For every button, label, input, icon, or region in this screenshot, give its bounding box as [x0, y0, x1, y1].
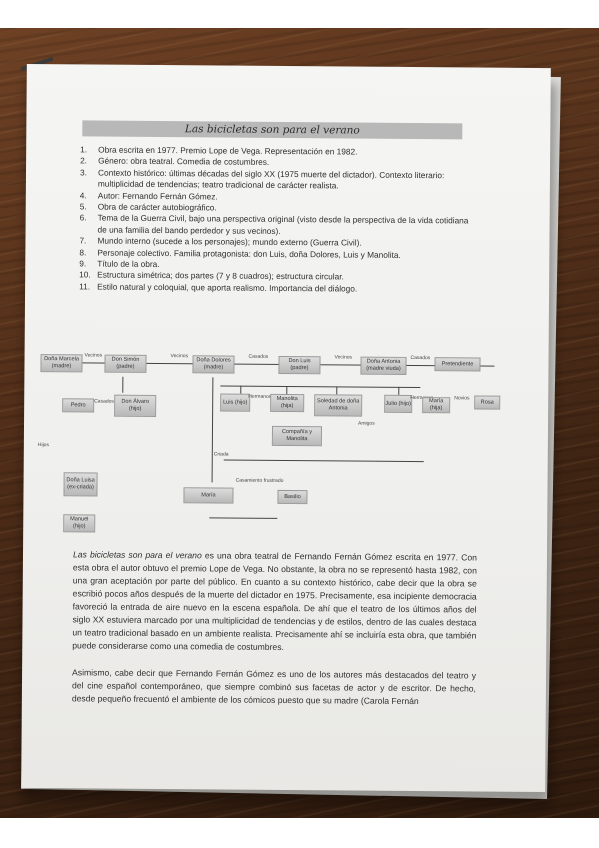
node-manolita: Manolita (hija) — [270, 393, 305, 413]
label-novios: Novios — [454, 395, 470, 402]
list-number: 2. — [80, 155, 88, 166]
list-item: 11. Estilo natural y coloquial, que aport… — [79, 281, 471, 295]
connector-line — [240, 385, 242, 394]
list-number: 10. — [79, 269, 91, 280]
label-criada: Criada — [213, 451, 229, 458]
character-diagram: Doña Marcela (madre) Don Simón (padre) D… — [23, 336, 549, 560]
node-manuel: Manuel (hijo) — [63, 514, 96, 533]
list-number: 6. — [79, 212, 87, 223]
list-text: Obra de carácter autobiográfico. — [97, 201, 217, 213]
list-number: 3. — [79, 167, 87, 178]
list-text: Autor: Fernando Fernán Gómez. — [97, 190, 218, 202]
connector-line — [286, 386, 288, 395]
connector-line — [223, 459, 424, 463]
node-julio: Julio (hijo) — [384, 394, 413, 413]
list-text: Estilo natural y coloquial, que aporta r… — [97, 281, 358, 294]
node-compania: Compañía y Manolita — [271, 425, 323, 447]
list-number: 5. — [79, 201, 87, 212]
connector-line — [122, 376, 124, 393]
summary-list: 1. Obra escrita en 1977. Premio Lope de V… — [79, 144, 472, 295]
node-basilio: Basilio — [277, 489, 308, 505]
label-hermanos: Hermanos — [248, 393, 272, 400]
node-dona-luisa: Doña Luisa (ex-criada) — [63, 472, 98, 497]
list-text: Personaje colectivo. Familia protagonist… — [97, 247, 401, 260]
label-vecinos: Vecinos — [334, 354, 353, 361]
list-item: 3. Contexto histórico: últimas décadas de… — [80, 167, 472, 193]
label-vecinos: Vecinos — [84, 352, 103, 359]
connector-line — [336, 386, 338, 395]
node-dona-dolores: Doña Dolores (madre) — [192, 355, 235, 374]
paragraph-text: es una obra teatral de Fernando Fernán G… — [72, 550, 478, 652]
connector-line — [209, 517, 278, 519]
list-text: Título de la obra. — [97, 258, 160, 270]
connector-line — [211, 377, 214, 483]
label-casamiento: Casamiento frustrado — [235, 477, 284, 484]
label-vecinos: Vecinos — [170, 353, 189, 360]
node-don-luis: Don Luis (padre) — [278, 355, 321, 375]
list-text: Género: obra teatral. Comedia de costumb… — [98, 155, 270, 168]
list-text: Estructura simétrica; dos partes (7 y 8 … — [97, 269, 344, 282]
connector-line — [220, 385, 421, 389]
label-casados: Casados — [94, 398, 114, 405]
node-pretendiente: Pretendiente — [434, 357, 481, 372]
list-text: Mundo interno (sucede a los personajes);… — [97, 235, 362, 248]
node-don-simon: Don Simón (padre) — [104, 354, 147, 373]
node-pedro: Pedro — [62, 398, 95, 413]
document-page: Las bicicletas son para el verano 1. Obra… — [21, 63, 551, 793]
node-dona-marcela: Doña Marcela (madre) — [40, 354, 83, 373]
node-dona-antonia: Doña Antonia (madre viuda) — [360, 356, 407, 375]
list-text: Contexto histórico: últimas décadas del … — [97, 167, 445, 191]
paragraph-intro: Las bicicletas son para el verano es una… — [72, 548, 477, 655]
label-casados: Casados — [410, 354, 431, 362]
label-amigos: Amigos — [358, 420, 375, 427]
list-number: 1. — [80, 144, 88, 155]
document-title: Las bicicletas son para el verano — [82, 120, 463, 140]
node-rosa: Rosa — [474, 395, 501, 410]
label-casados: Casados — [248, 353, 269, 360]
list-number: 9. — [79, 258, 87, 269]
list-number: 4. — [79, 189, 87, 201]
photo-background: Las bicicletas son para el verano 1. Obra… — [0, 28, 599, 818]
list-text: Tema de la Guerra Civil, bajo una perspe… — [97, 212, 469, 236]
work-title: Las bicicletas son para el verano — [72, 549, 202, 561]
list-text: Obra escrita en 1977. Premio Lope de Veg… — [98, 144, 358, 157]
node-don-alvaro: Don Álvaro (hijo) — [114, 394, 157, 417]
list-item: 6. Tema de la Guerra Civil, bajo una pers… — [80, 213, 472, 239]
node-luis: Luis (hijo) — [220, 393, 251, 412]
connector-line — [398, 386, 400, 395]
list-number: 11. — [79, 281, 91, 292]
label-hijos: Hijos — [37, 442, 50, 449]
list-number: 8. — [79, 247, 87, 258]
paragraph-author: Asimismo, cabe decir que Fernando Fernán… — [71, 667, 477, 707]
node-maria: María — [183, 487, 234, 504]
list-number: 7. — [79, 235, 87, 246]
node-soledad: Soledad de doña Antonia — [314, 394, 363, 417]
node-maria-hija: María (hija) — [422, 397, 451, 414]
